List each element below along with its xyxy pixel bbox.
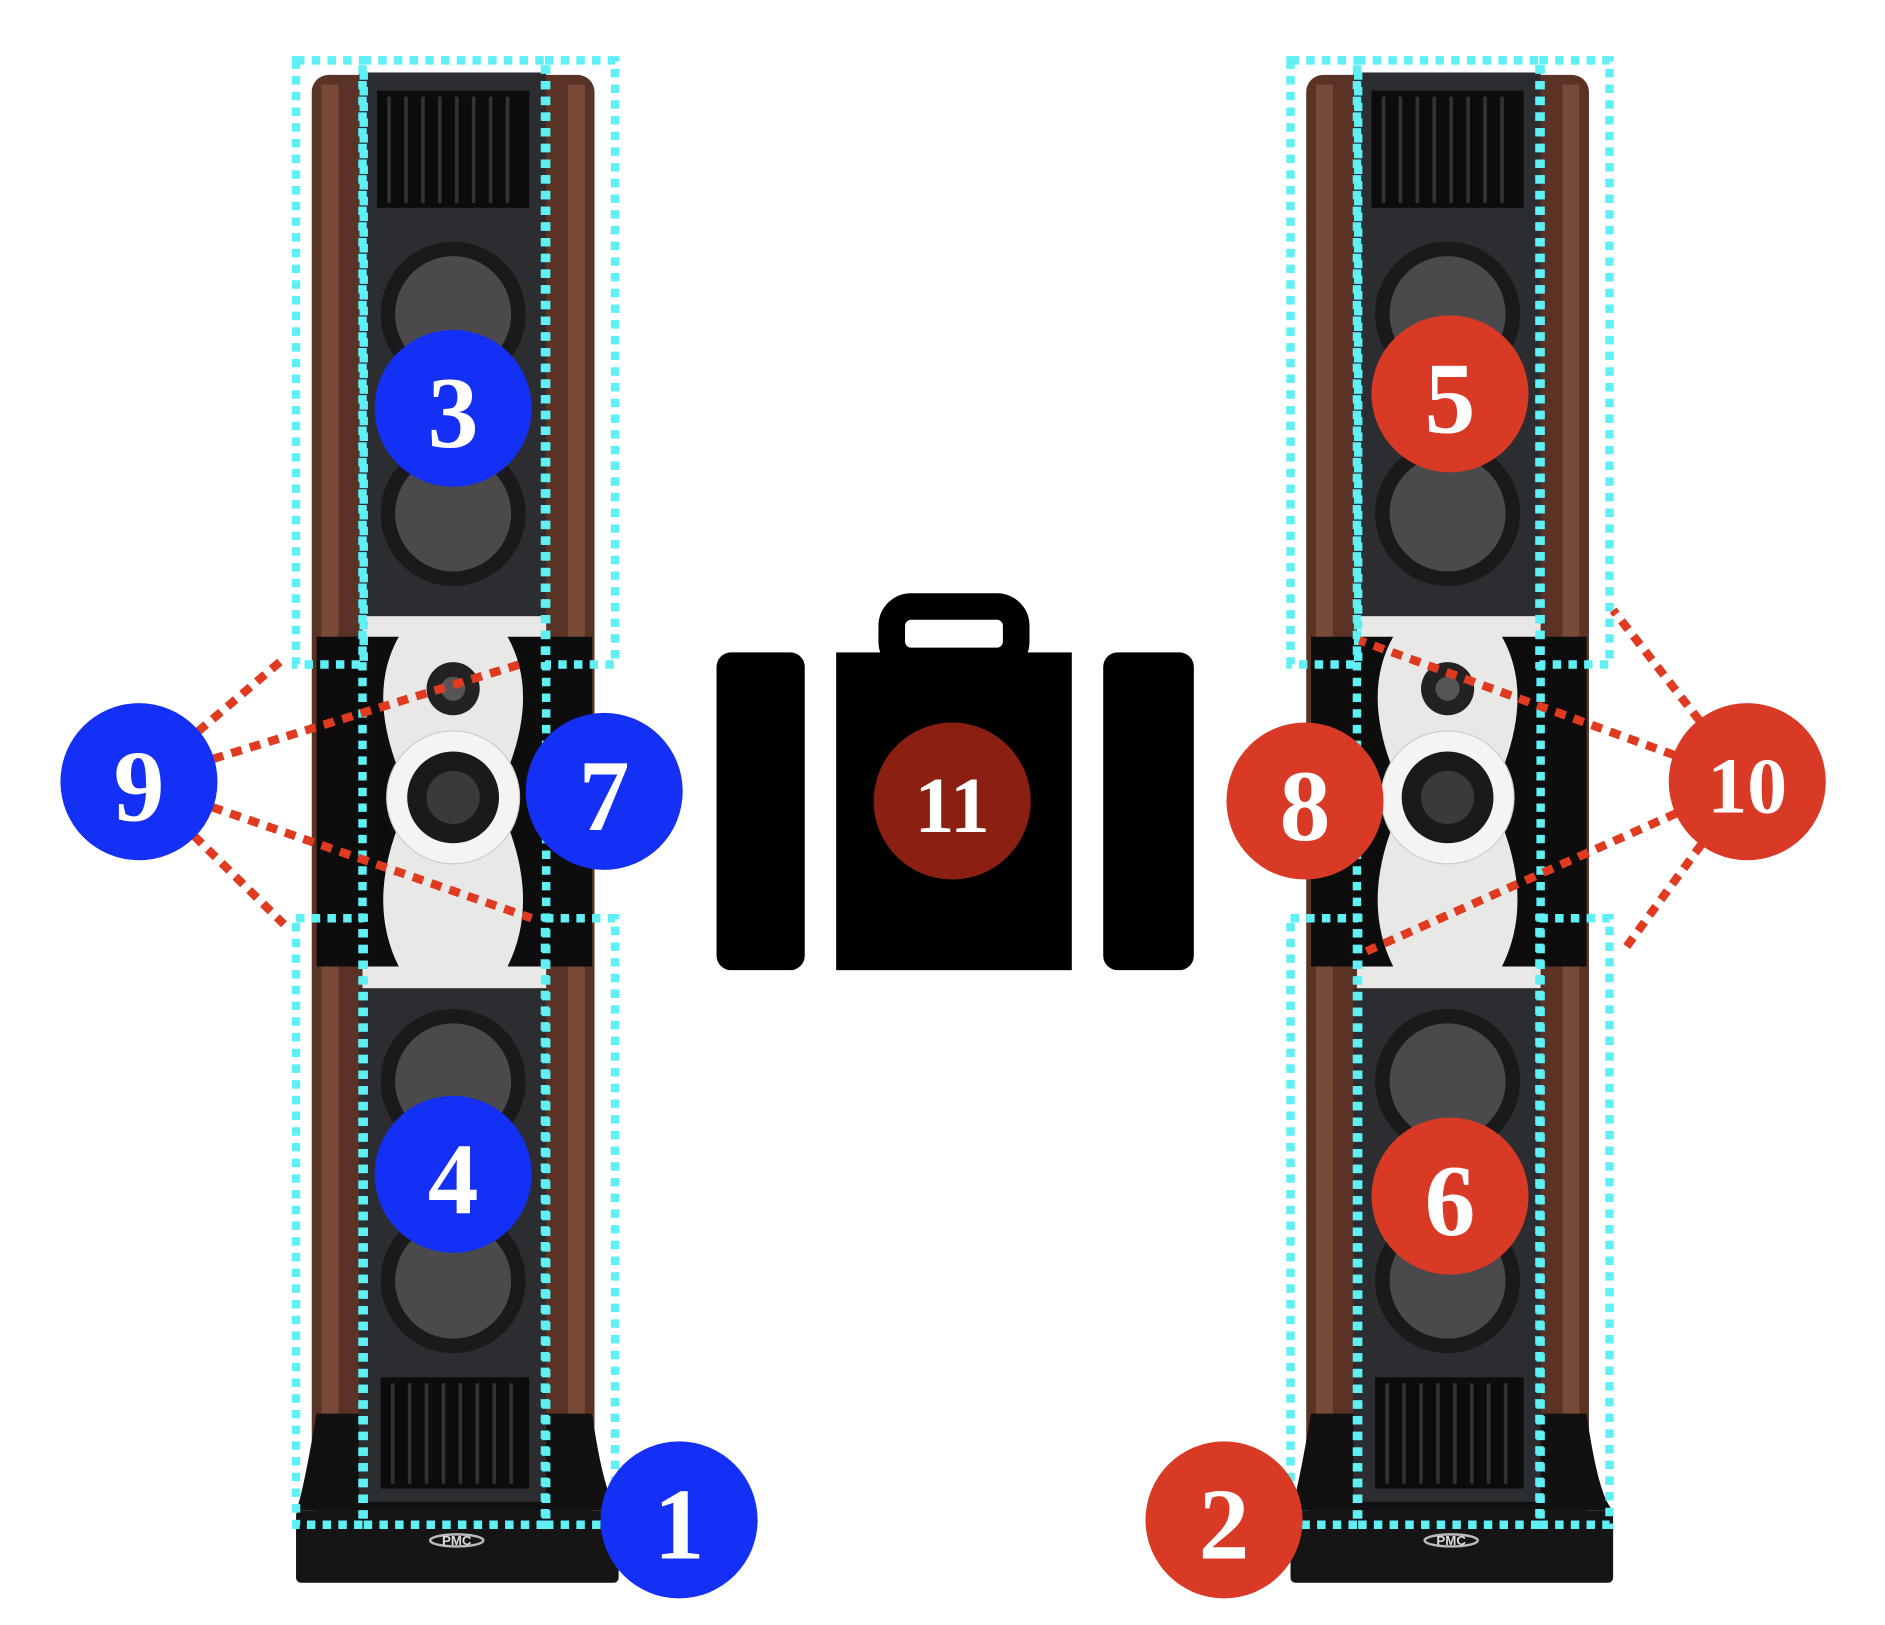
svg-text:10: 10 [1707, 743, 1787, 831]
svg-text:7: 7 [579, 740, 630, 852]
svg-text:1: 1 [654, 1469, 705, 1581]
badge-1: 1 [600, 1441, 758, 1599]
badge-11: 11 [873, 722, 1031, 880]
svg-text:4: 4 [428, 1123, 479, 1235]
badge-7: 7 [525, 712, 683, 870]
badge-9: 9 [60, 703, 218, 861]
svg-text:2: 2 [1199, 1469, 1250, 1581]
badge-4: 4 [374, 1095, 532, 1253]
left-brand-logo: PMC [442, 1533, 472, 1548]
badge-8: 8 [1226, 722, 1384, 880]
badge-5: 5 [1371, 315, 1529, 473]
badge-3: 3 [374, 329, 532, 487]
svg-text:3: 3 [428, 357, 479, 469]
svg-text:9: 9 [114, 731, 165, 843]
badge-6: 6 [1371, 1117, 1529, 1275]
right-brand-logo: PMC [1436, 1533, 1466, 1548]
svg-text:11: 11 [914, 762, 989, 850]
badge-2: 2 [1145, 1441, 1303, 1599]
badge-10: 10 [1668, 703, 1826, 861]
svg-text:8: 8 [1280, 750, 1331, 862]
svg-text:5: 5 [1425, 343, 1476, 455]
svg-text:6: 6 [1425, 1145, 1476, 1257]
